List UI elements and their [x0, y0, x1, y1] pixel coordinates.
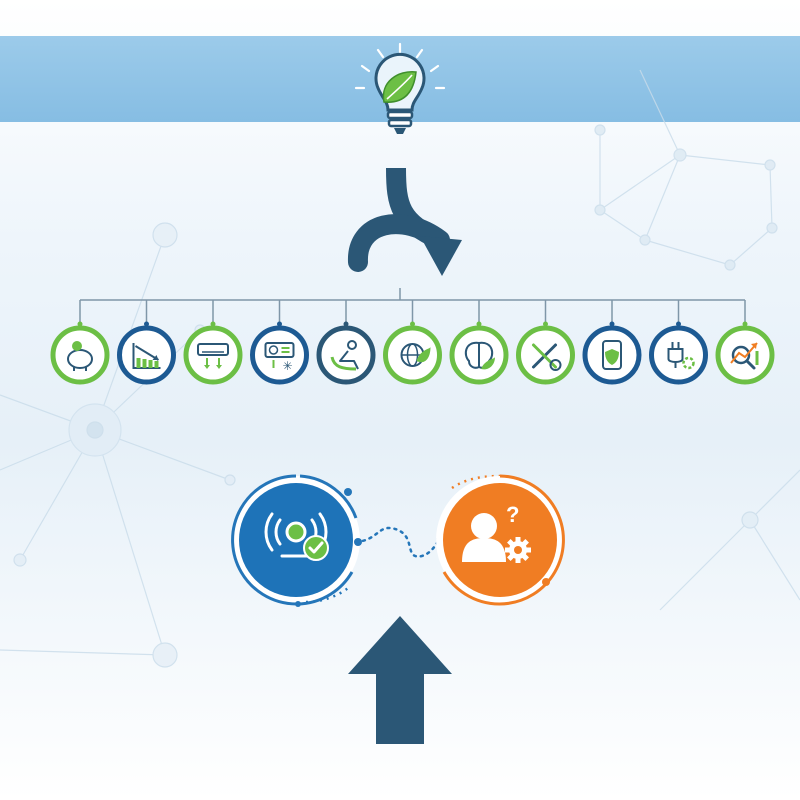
icon-node	[715, 325, 775, 385]
svg-text:?: ?	[506, 502, 519, 527]
icon-row: ✳	[50, 325, 775, 385]
declining-chart-icon	[132, 343, 161, 369]
curved-arrow-down-icon	[348, 167, 462, 276]
connector-dot	[210, 321, 216, 327]
icon-node	[316, 325, 376, 385]
svg-text:✳: ✳	[283, 359, 293, 373]
user-question-gear-node: ?	[436, 474, 565, 606]
icon-node: ✳	[250, 325, 309, 385]
connector-dot	[476, 321, 482, 327]
connector-tree	[77, 288, 748, 327]
icon-node	[50, 325, 110, 385]
signal-check-node	[231, 474, 360, 607]
icon-node	[383, 325, 442, 385]
icon-node	[582, 325, 642, 385]
connector-dot	[144, 321, 149, 327]
thermostat-panel-icon: ✳	[264, 342, 295, 373]
connector-dot	[77, 321, 83, 327]
signal-check-icon	[264, 512, 329, 561]
plug-gear-icon	[667, 342, 695, 370]
background-network	[0, 69, 800, 668]
eco-globe-icon	[400, 343, 431, 367]
icon-node	[449, 325, 509, 385]
connector-dot	[742, 321, 748, 327]
lightbulb-leaf-icon	[354, 42, 446, 134]
connector-dot	[277, 321, 282, 327]
piggy-bank-icon	[67, 341, 93, 371]
connector-dot	[543, 321, 548, 327]
person-relaxing-icon	[330, 340, 359, 371]
connector-dot	[609, 321, 615, 327]
search-growth-icon	[730, 342, 759, 370]
air-conditioner-icon	[197, 343, 229, 369]
icon-node	[649, 325, 708, 385]
tools-gear-icon	[532, 343, 562, 371]
up-arrow-icon	[348, 616, 452, 744]
connector-dot	[410, 321, 415, 327]
mobile-shield-icon	[602, 340, 622, 370]
connector-dot	[676, 321, 681, 327]
user-question-gear-icon: ?	[462, 502, 531, 563]
connector-dot	[343, 321, 349, 327]
icon-node	[117, 325, 176, 385]
icon-node	[516, 325, 575, 385]
brain-leaf-icon	[464, 341, 495, 370]
icon-node	[183, 325, 243, 385]
